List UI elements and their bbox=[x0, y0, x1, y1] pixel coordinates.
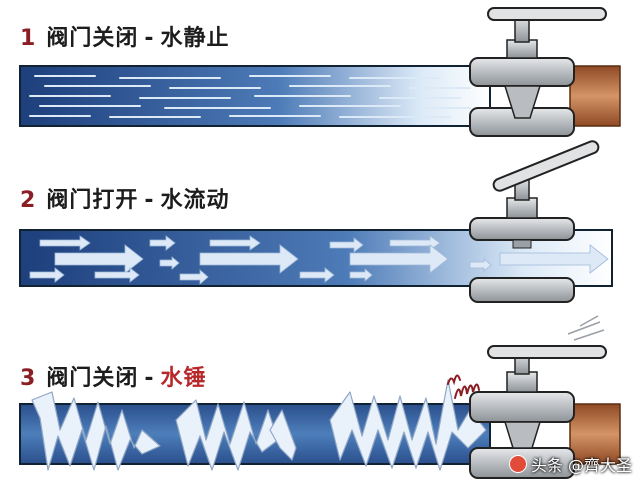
step-number: 2 bbox=[20, 188, 37, 213]
step-result: 水流动 bbox=[160, 188, 230, 213]
shock-waves bbox=[31, 379, 487, 471]
step-action: 阀门关闭 bbox=[46, 366, 139, 391]
still-water-lines bbox=[29, 75, 471, 118]
step-action: 阀门打开 bbox=[46, 188, 139, 213]
step-result: 水锤 bbox=[160, 366, 207, 391]
panel-3-water-hammer bbox=[19, 315, 621, 479]
watermark-text: 头条 @齊大圣 bbox=[530, 456, 632, 475]
copper-pipe-1 bbox=[569, 65, 621, 127]
panel-1-still-water bbox=[19, 7, 621, 137]
watermark: 头条 @齊大圣 bbox=[508, 452, 632, 476]
copper-pipe-3 bbox=[569, 403, 621, 465]
step-number: 1 bbox=[20, 26, 37, 51]
valve-2-open bbox=[469, 140, 600, 303]
valve-1-closed bbox=[469, 7, 607, 137]
panel-2-flowing-water bbox=[19, 140, 613, 303]
watermark-logo-icon bbox=[508, 455, 527, 473]
step-number: 3 bbox=[20, 366, 37, 391]
motion-lines bbox=[567, 315, 605, 341]
step-result: 水静止 bbox=[160, 26, 230, 51]
step-action: 阀门关闭 bbox=[46, 26, 139, 51]
vibration-squiggle bbox=[447, 374, 480, 399]
flow-arrows bbox=[29, 235, 609, 285]
